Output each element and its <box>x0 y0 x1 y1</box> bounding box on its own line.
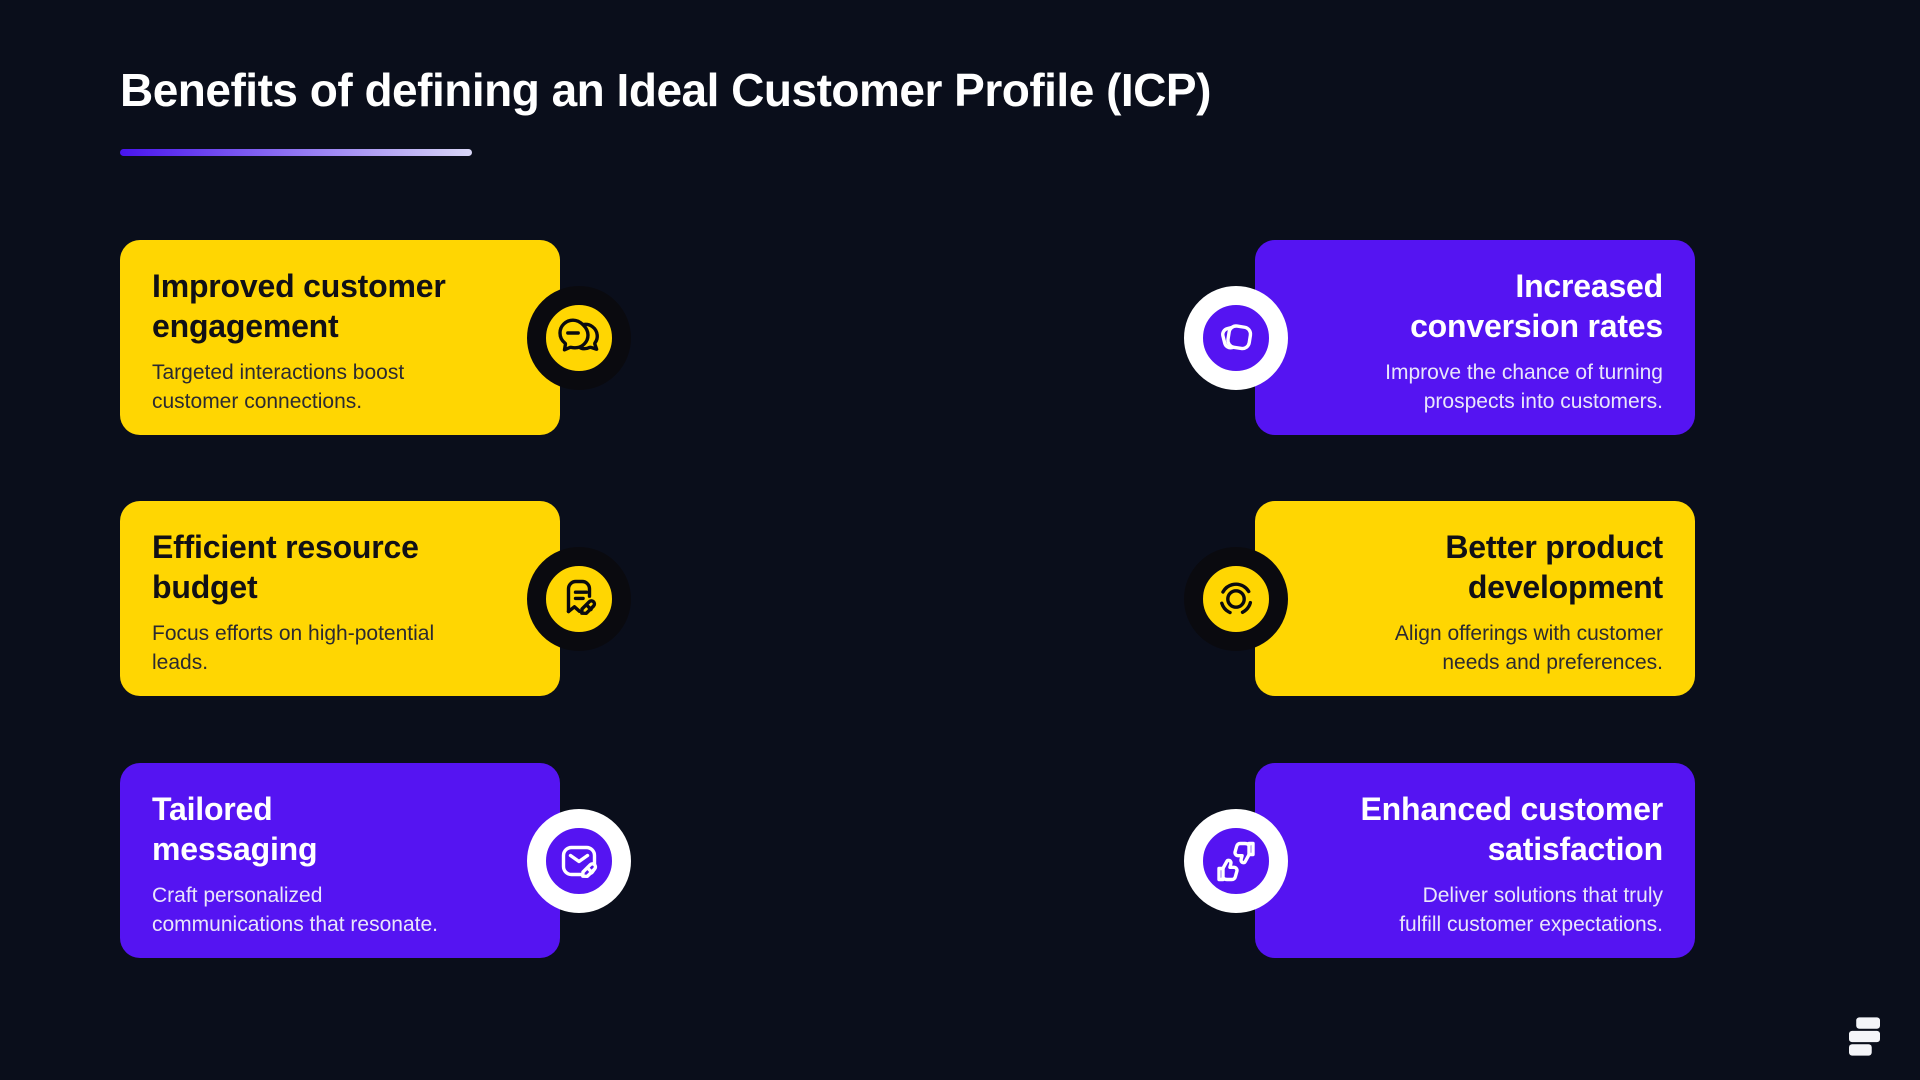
card-description: Focus efforts on high-potential leads. <box>152 622 435 674</box>
s-logo-icon <box>1849 1017 1880 1056</box>
card-title: Better product development <box>1445 529 1663 605</box>
card-description: Targeted interactions boost customer con… <box>152 361 405 413</box>
icon-badge <box>527 546 631 651</box>
thumbs-up-down-icon <box>1217 841 1255 881</box>
card-content: Efficient resource budget Focus efforts … <box>120 501 560 696</box>
card-content: Better product development Align offerin… <box>1255 501 1695 696</box>
title-underline <box>120 149 472 156</box>
card-description: Craft personalized communications that r… <box>152 884 438 936</box>
card-content: Enhanced customer satisfaction Deliver s… <box>1255 763 1695 958</box>
chat-bubbles-minus-icon <box>558 318 599 351</box>
icon-badge <box>1184 808 1288 913</box>
card-description: Improve the chance of turning prospects … <box>1385 361 1663 413</box>
card-efficient-resource-budget: Efficient resource budget Focus efforts … <box>120 501 631 696</box>
card-description: Align offerings with customer needs and … <box>1394 622 1663 674</box>
icon-badge <box>1184 285 1288 390</box>
note-edit-icon <box>566 579 597 615</box>
card-improved-customer-engagement: Improved customer engagement Targeted in… <box>120 240 631 435</box>
card-content: Increased conversion rates Improve the c… <box>1255 240 1695 435</box>
icon-badge <box>527 285 631 390</box>
page-title: Benefits of defining an Ideal Customer P… <box>120 64 1211 116</box>
card-title: Increased conversion rates <box>1410 268 1663 344</box>
card-increased-conversion-rates: Increased conversion rates Improve the c… <box>1184 240 1695 435</box>
card-content: Improved customer engagement Targeted in… <box>120 240 560 435</box>
overlapping-cards-icon <box>1221 323 1253 350</box>
focus-target-icon <box>1219 581 1253 616</box>
card-enhanced-customer-satisfaction: Enhanced customer satisfaction Deliver s… <box>1184 763 1695 958</box>
card-title: Enhanced customer satisfaction <box>1360 791 1664 867</box>
card-title: Efficient resource budget <box>152 529 419 605</box>
card-description: Deliver solutions that truly fulfill cus… <box>1399 884 1663 936</box>
envelope-edit-icon <box>561 845 598 878</box>
s-brand-logo <box>1849 1017 1880 1056</box>
card-title: Improved customer engagement <box>152 268 446 344</box>
card-tailored-messaging: Tailored messaging Craft personalized co… <box>120 763 631 958</box>
card-content: Tailored messaging Craft personalized co… <box>120 763 560 958</box>
icon-badge <box>1184 546 1288 651</box>
icon-badge <box>527 808 631 913</box>
card-title: Tailored messaging <box>152 791 318 867</box>
card-better-product-development: Better product development Align offerin… <box>1184 501 1695 696</box>
